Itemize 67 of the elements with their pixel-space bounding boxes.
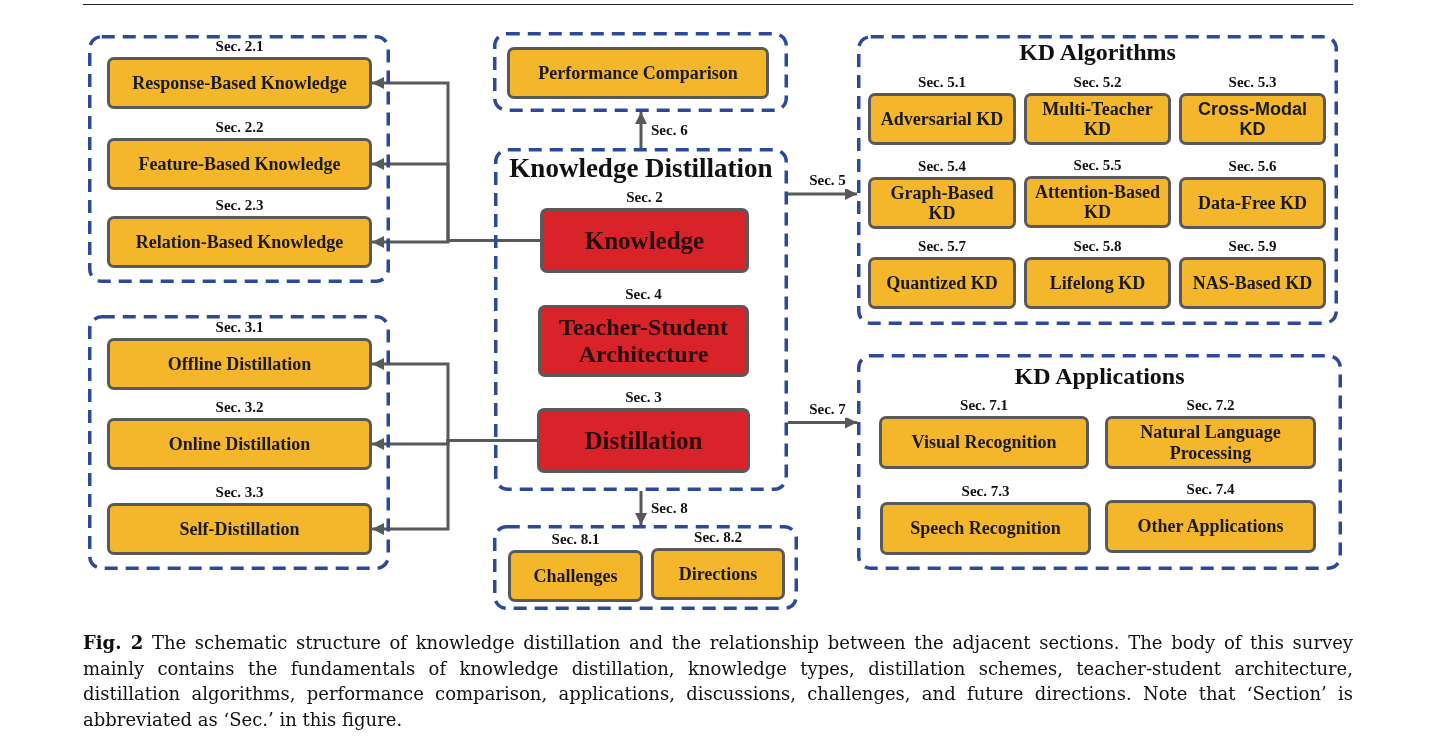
group-title: KD Algorithms [1019,39,1176,67]
section-label: Sec. 7.4 [1186,481,1235,498]
main-topic-box: Knowledge [540,208,749,273]
section-label: Sec. 5.6 [1228,158,1277,175]
group-title: Knowledge Distillation [509,153,773,185]
edge-label: Sec. 5 [808,172,847,189]
section-label: Sec. 5.8 [1073,238,1122,255]
figure-caption: Fig. 2 The schematic structure of knowledge distillation and the relationship between the adjacent sections. The body of this survey mainly contains the fundamentals of knowledge distillation, knowledge types, distillation schemes, teacher-student architecture, distillation algorithms, performance comparison, applications, discussions, challenges, and future directions. Note that ‘Section’ is abbreviated as ‘Sec.’ in this figure. [83,631,1353,732]
section-box: Data-Free KD [1179,177,1326,229]
section-label: Sec. 3 [625,389,662,406]
section-box: Graph-Based KD [868,177,1016,229]
section-box: Quantized KD [868,257,1016,309]
group-frame [857,35,1338,325]
arrow [635,112,647,148]
group-title: KD Applications [1014,363,1185,391]
section-label: Sec. 8.2 [694,529,742,546]
section-label: Sec. 2.3 [215,197,264,214]
section-label: Sec. 5.9 [1228,238,1277,255]
section-label: Sec. 3.1 [215,319,264,336]
main-topic-box: Distillation [537,408,750,473]
section-box: Other Applications [1105,500,1316,553]
group-frame [494,148,788,491]
section-box: NAS-Based KD [1179,257,1326,309]
arrow [788,416,857,429]
arrow [635,491,647,525]
section-label: Sec. 3.3 [215,484,264,501]
section-label: Sec. 7.2 [1186,397,1235,414]
group-frame [88,315,390,570]
arrow [788,188,857,200]
group-frame [857,354,1342,570]
section-label: Sec. 4 [625,286,662,303]
section-label: Sec. 5.1 [918,74,966,91]
section-label: Sec. 2 [626,189,663,206]
section-box: Self-Distillation [107,503,372,555]
section-box: Relation-Based Knowledge [107,216,372,268]
section-box: Directions [651,548,785,600]
section-label: Sec. 7.3 [961,483,1010,500]
section-box: Adversarial KD [868,93,1016,145]
section-box: Natural Language Processing [1105,416,1316,469]
section-box: Offline Distillation [107,338,372,390]
section-label: Sec. 5.5 [1073,157,1122,174]
section-box: Visual Recognition [879,416,1089,469]
section-box: Cross-Modal KD [1179,93,1326,145]
section-label: Sec. 2.2 [215,119,264,136]
section-label: Sec. 8.1 [551,531,600,548]
main-topic-box: Teacher-Student Architecture [538,305,749,377]
section-label: Sec. 3.2 [215,399,264,416]
section-box: Performance Comparison [507,47,769,99]
section-box: Online Distillation [107,418,372,470]
section-box: Challenges [508,550,643,602]
section-label: Sec. 7.1 [960,397,1008,414]
arrow [372,236,540,248]
section-label: Sec. 2.1 [215,38,264,55]
section-box: Feature-Based Knowledge [107,138,372,190]
group-frame [493,525,798,610]
section-label: Sec. 5.4 [918,158,966,175]
section-box: Attention-Based KD [1024,176,1171,228]
arrow [372,439,537,535]
section-label: Sec. 5.3 [1228,74,1277,91]
section-label: Sec. 5.7 [918,238,966,255]
section-label: Sec. 5.2 [1073,74,1122,91]
section-box: Multi-Teacher KD [1024,93,1171,145]
section-box: Speech Recognition [880,502,1091,555]
group-frame [493,32,788,112]
group-frame [88,35,390,283]
section-box: Response-Based Knowledge [107,57,372,109]
section-box: Lifelong KD [1024,257,1171,309]
